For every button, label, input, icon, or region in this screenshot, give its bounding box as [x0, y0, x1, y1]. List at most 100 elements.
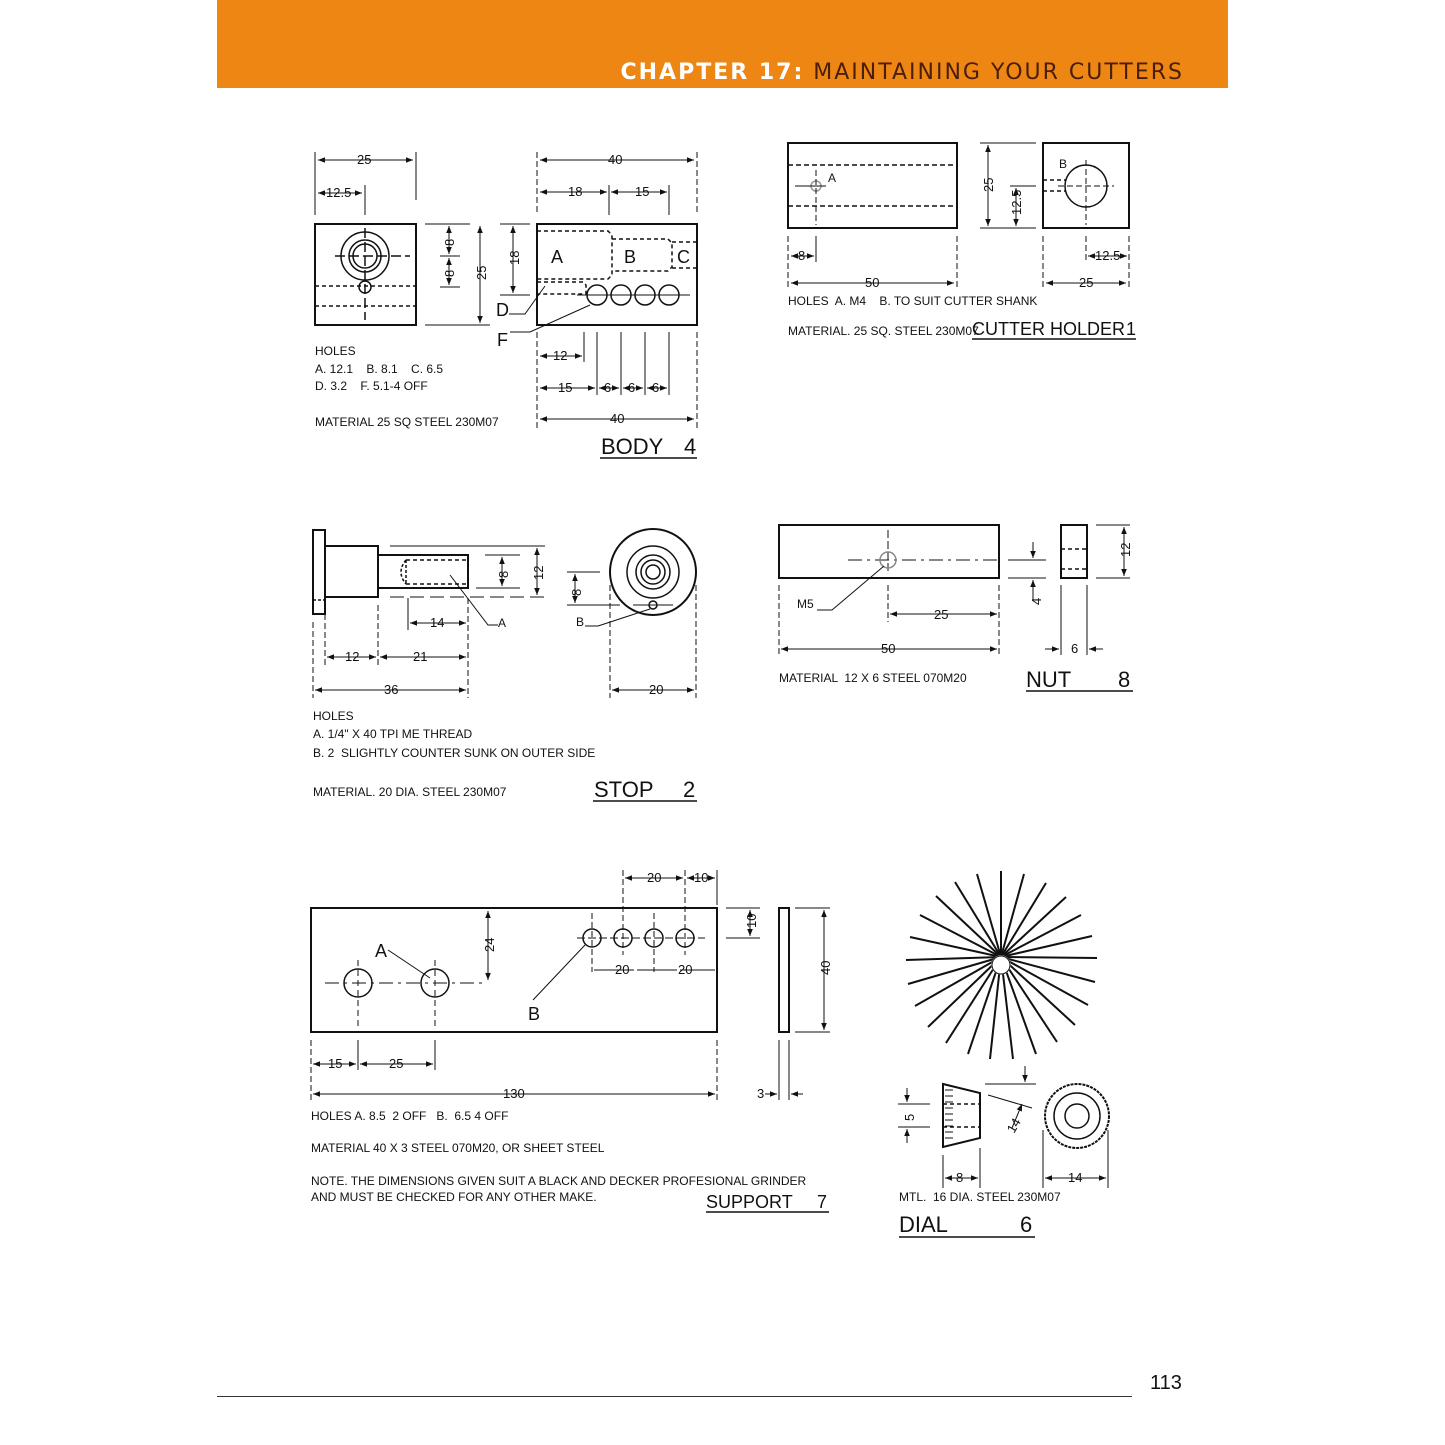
- part-nut-drawing: [778, 524, 1133, 692]
- svg-text:21: 21: [413, 649, 427, 664]
- svg-text:A. 12.1 B. 8.1 C. 6.5: A. 12.1 B. 8.1 C. 6.5: [315, 362, 443, 376]
- part-title-dial: DIAL: [899, 1212, 948, 1237]
- svg-text:20: 20: [615, 962, 629, 977]
- svg-text:HOLES: HOLES: [313, 709, 354, 723]
- svg-text:HOLES: HOLES: [315, 344, 356, 358]
- part-number-support: 7: [817, 1192, 827, 1212]
- part-title-support: SUPPORT: [706, 1192, 793, 1212]
- svg-text:B: B: [576, 615, 584, 629]
- svg-text:36: 36: [384, 682, 398, 697]
- part-body-text: 25 12.5 40 18 15 8 8 25 18 A B C D F 12 …: [315, 152, 696, 459]
- chapter-header-band: CHAPTER 17: MAINTAINING YOUR CUTTERS: [217, 0, 1228, 88]
- svg-text:MATERIAL 40 X 3 STEEL 070M20,: MATERIAL 40 X 3 STEEL 070M20, OR SHEET S…: [311, 1141, 605, 1155]
- svg-text:MTL. 16 DIA. STEEL 230M07: MTL. 16 DIA. STEEL 230M07: [899, 1190, 1061, 1204]
- svg-text:25: 25: [934, 607, 948, 622]
- svg-text:25: 25: [474, 266, 489, 280]
- svg-text:130: 130: [503, 1086, 525, 1101]
- svg-text:8: 8: [956, 1170, 963, 1185]
- svg-text:50: 50: [865, 275, 879, 290]
- part-dial-drawing: [898, 871, 1110, 1238]
- svg-text:50: 50: [881, 641, 895, 656]
- svg-text:12: 12: [531, 566, 546, 580]
- svg-text:24: 24: [482, 938, 497, 952]
- part-cutter-holder-text: A B 25 12.5 8 50 12.5 25 HOLES A. M4 B. …: [788, 157, 1136, 339]
- svg-text:15: 15: [328, 1056, 342, 1071]
- svg-text:A: A: [375, 941, 387, 961]
- svg-text:A. 1/4" X 40 TPI ME THREAD: A. 1/4" X 40 TPI ME THREAD: [313, 727, 473, 741]
- svg-text:MATERIAL. 25 SQ. STEEL 230M07: MATERIAL. 25 SQ. STEEL 230M07: [788, 324, 979, 338]
- svg-text:MATERIAL 12 X 6 STEEL 070M20: MATERIAL 12 X 6 STEEL 070M20: [779, 671, 967, 685]
- part-number-dial: 6: [1020, 1212, 1032, 1237]
- dial-graduations: [905, 871, 1098, 1060]
- part-title-stop: STOP: [594, 777, 654, 802]
- svg-text:MATERIAL. 20 DIA. STEEL 230M07: MATERIAL. 20 DIA. STEEL 230M07: [313, 785, 507, 799]
- svg-text:40: 40: [818, 961, 833, 975]
- svg-text:12: 12: [345, 649, 359, 664]
- svg-text:D: D: [496, 300, 509, 320]
- svg-text:AND MUST BE CHECKED FOR ANY OT: AND MUST BE CHECKED FOR ANY OTHER MAKE.: [311, 1190, 597, 1204]
- svg-text:MATERIAL 25 SQ STEEL 230M07: MATERIAL 25 SQ STEEL 230M07: [315, 415, 499, 429]
- svg-text:12.5: 12.5: [326, 185, 351, 200]
- svg-text:B: B: [624, 247, 636, 267]
- part-number-stop: 2: [683, 777, 695, 802]
- svg-text:B. 2 SLIGHTLY COUNTER SUNK ON: B. 2 SLIGHTLY COUNTER SUNK ON OUTER SIDE: [313, 746, 595, 760]
- svg-text:15: 15: [558, 380, 572, 395]
- svg-text:20: 20: [647, 870, 661, 885]
- svg-text:6: 6: [604, 380, 611, 395]
- svg-text:10: 10: [744, 914, 759, 928]
- part-title-body: BODY: [601, 434, 664, 459]
- svg-text:6: 6: [652, 380, 659, 395]
- page-number: 113: [1150, 1372, 1182, 1394]
- svg-text:3: 3: [757, 1086, 764, 1101]
- svg-text:12: 12: [1118, 543, 1133, 557]
- part-title-nut: NUT: [1026, 667, 1071, 692]
- part-number-body: 4: [684, 434, 696, 459]
- svg-text:A: A: [498, 616, 506, 630]
- chapter-heading: CHAPTER 17: MAINTAINING YOUR CUTTERS: [621, 60, 1185, 85]
- part-stop-drawing: [312, 528, 697, 802]
- svg-text:B: B: [528, 1004, 540, 1024]
- part-nut-text: M5 25 50 4 12 6 MATERIAL 12 X 6 STEEL 07…: [779, 543, 1133, 692]
- svg-text:5: 5: [902, 1114, 917, 1121]
- svg-text:8: 8: [569, 589, 584, 596]
- svg-text:C: C: [677, 247, 690, 267]
- part-title-cutter-holder: CUTTER HOLDER: [972, 319, 1125, 339]
- svg-text:40: 40: [610, 411, 624, 426]
- svg-text:14: 14: [430, 615, 444, 630]
- svg-text:15: 15: [635, 184, 649, 199]
- svg-text:NOTE. THE DIMENSIONS GIVEN SUI: NOTE. THE DIMENSIONS GIVEN SUIT A BLACK …: [311, 1174, 807, 1188]
- svg-text:A: A: [551, 247, 563, 267]
- footer-rule: [217, 1396, 1132, 1397]
- svg-text:14: 14: [1004, 1115, 1024, 1135]
- svg-text:M5: M5: [797, 597, 814, 611]
- svg-text:8: 8: [496, 571, 511, 578]
- chapter-title: MAINTAINING YOUR CUTTERS: [813, 60, 1184, 85]
- svg-text:14: 14: [1068, 1170, 1082, 1185]
- svg-text:25: 25: [981, 178, 996, 192]
- svg-text:40: 40: [608, 152, 622, 167]
- svg-text:25: 25: [389, 1056, 403, 1071]
- svg-text:HOLES A. 8.5 2 OFF B. 6.5: HOLES A. 8.5 2 OFF B. 6.5 4 OFF: [311, 1109, 508, 1123]
- svg-text:A: A: [828, 171, 836, 185]
- part-dial-text: 5 14 8 14 MTL. 16 DIA. STEEL 230M07 DIAL…: [899, 1114, 1082, 1237]
- part-stop-text: 8 12 14 A 12 21 36 8 B 20 HOLES A. 1/4" …: [313, 566, 695, 802]
- svg-text:D. 3.2 F. 5.1-4 OFF: D. 3.2 F. 5.1-4 OFF: [315, 379, 428, 393]
- svg-text:18: 18: [568, 184, 582, 199]
- part-support-drawing: [310, 870, 830, 1213]
- svg-text:HOLES A. M4 B. TO SUIT CUT: HOLES A. M4 B. TO SUIT CUTTER SHANK: [788, 294, 1037, 308]
- svg-text:F: F: [497, 330, 508, 350]
- svg-text:8: 8: [798, 248, 805, 263]
- svg-text:8: 8: [442, 270, 457, 277]
- svg-text:10: 10: [694, 870, 708, 885]
- part-number-cutter-holder: 1: [1126, 319, 1136, 339]
- svg-text:6: 6: [1071, 641, 1078, 656]
- part-number-nut: 8: [1118, 667, 1130, 692]
- chapter-label: CHAPTER 17:: [620, 60, 805, 85]
- svg-text:18: 18: [507, 251, 522, 265]
- svg-text:12: 12: [553, 348, 567, 363]
- svg-text:4: 4: [1029, 598, 1044, 605]
- part-cutter-holder-drawing: [787, 142, 1136, 340]
- svg-text:6: 6: [628, 380, 635, 395]
- svg-text:B: B: [1059, 157, 1067, 171]
